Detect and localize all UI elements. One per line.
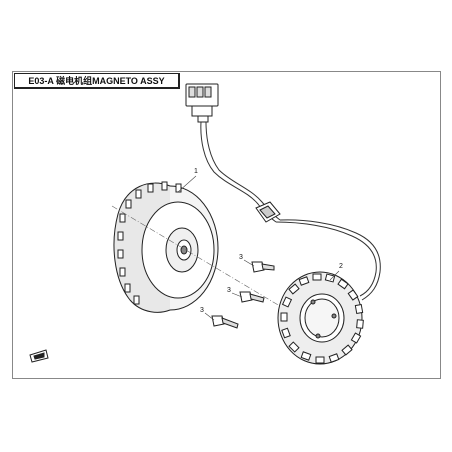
- diagram-title: E03-A 磁电机组MAGNETO ASSY: [28, 76, 165, 86]
- center-line: [111, 205, 301, 319]
- direction-arrow-icon: [29, 349, 49, 363]
- diagram-frame: [12, 71, 441, 379]
- wiring-harness: [200, 121, 381, 301]
- title-box: E03-A 磁电机组MAGNETO ASSY: [14, 73, 180, 89]
- callout-bolt-lower: 3: [200, 307, 204, 314]
- flywheel-rotor: [113, 181, 219, 313]
- harness-clamp: [255, 201, 281, 223]
- callout-bolt-middle: 3: [227, 287, 231, 294]
- bolt-middle: [239, 291, 265, 303]
- connector-plug: [185, 83, 219, 123]
- callout-flywheel: 1: [194, 168, 198, 175]
- bolt-lower: [211, 315, 239, 329]
- callout-bolt-upper: 3: [239, 254, 243, 261]
- stator-coil: [277, 271, 364, 365]
- callout-stator: 2: [339, 263, 343, 270]
- bolt-upper: [251, 261, 275, 273]
- leader-lines: [177, 175, 340, 321]
